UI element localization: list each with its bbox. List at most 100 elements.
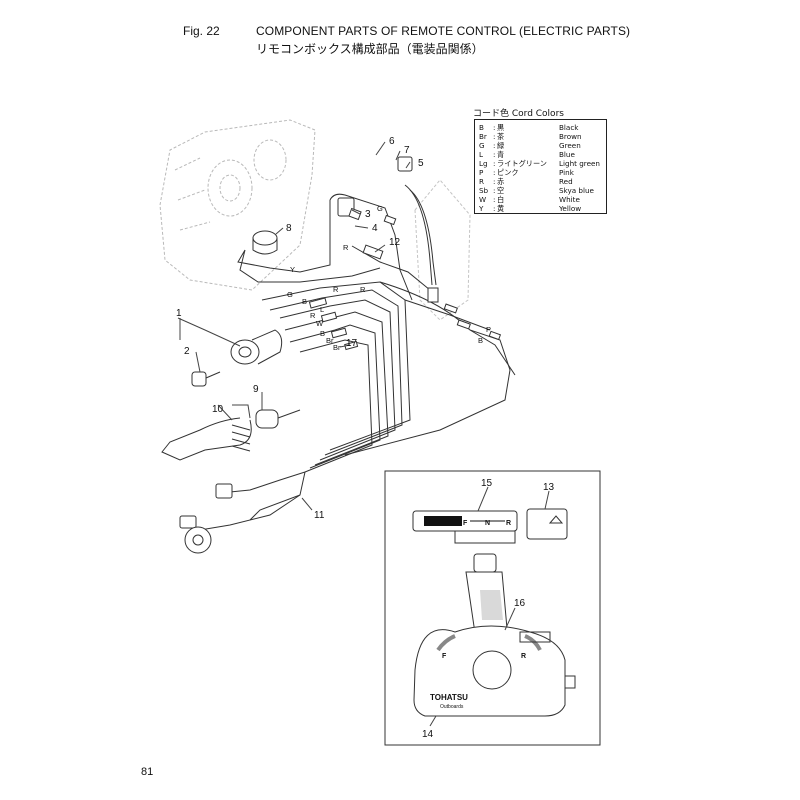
cord-japanese: 赤: [497, 177, 505, 186]
callout-leaders: [177, 141, 411, 511]
cord-english: Pink: [559, 168, 574, 177]
indicator-reverse: R: [506, 520, 511, 527]
wire-label-green: G: [377, 204, 383, 213]
cord-code: Sb: [479, 186, 489, 195]
lever-reverse-mark: R: [521, 653, 526, 660]
tohatsu-logo: TOHATSU Outboards: [430, 693, 468, 710]
cord-code: R: [479, 177, 484, 186]
cord-english: Green: [559, 141, 581, 150]
callout-15: 15: [481, 478, 493, 489]
callout-8: 8: [286, 223, 292, 234]
wire-label-yellow: Y: [290, 265, 295, 274]
cord-japanese: 白: [497, 195, 505, 204]
wire-label-red: R: [310, 311, 316, 320]
indicator-neutral: N: [485, 520, 490, 527]
callout-7: 7: [404, 145, 410, 156]
callout-9: 9: [253, 384, 259, 395]
cord-code: W: [479, 195, 487, 204]
shift-indicator-part-15: [412, 510, 518, 544]
remote-body-part-14: [413, 625, 576, 717]
wire-label-green: G: [287, 290, 293, 299]
wire-label-brown: Br: [326, 336, 334, 345]
figure-title: COMPONENT PARTS OF REMOTE CONTROL (ELECT…: [256, 24, 631, 38]
wire-label-black: B: [302, 297, 307, 306]
cord-code: Lg: [479, 159, 488, 168]
lever-forward-mark: F: [442, 653, 447, 660]
callout-14: 14: [422, 729, 434, 740]
harness-connectors-part-11: [179, 483, 233, 554]
key-part-2: [191, 371, 221, 387]
cord-english: Light green: [559, 159, 600, 168]
callout-3: 3: [365, 209, 371, 220]
cord-english: Skya blue: [559, 186, 594, 195]
figure-number: Fig. 22: [183, 24, 220, 38]
wire-label-red: R: [333, 285, 339, 294]
page-number: 81: [141, 766, 154, 778]
cord-colors-heading: コード色 Cord Colors: [473, 109, 564, 119]
callout-10: 10: [212, 404, 224, 415]
cord-english: Yellow: [559, 204, 582, 213]
cable-5: [404, 184, 433, 286]
cord-code: G: [479, 141, 485, 150]
callout-16: 16: [514, 598, 526, 609]
callout-5: 5: [418, 158, 424, 169]
svg-text:TOHATSU: TOHATSU: [430, 693, 468, 702]
cord-japanese: 茶: [497, 132, 505, 141]
cord-japanese: ライトグリーン: [497, 159, 547, 168]
callout-12: 12: [389, 237, 401, 248]
cord-english: Blue: [559, 150, 575, 159]
cord-english: Red: [559, 177, 573, 186]
cord-japanese: 空: [497, 186, 505, 195]
control-lever-part-16: [465, 553, 509, 641]
label-part-13: [526, 508, 568, 540]
wire-label-pink: P: [486, 325, 491, 334]
lever-inset-box: [384, 470, 601, 746]
stop-switch-part-9: [255, 409, 301, 429]
cord-code: Y: [479, 204, 484, 213]
cord-code: P: [479, 168, 484, 177]
cord-japanese: 黒: [497, 123, 505, 132]
housing-outline: [159, 119, 316, 291]
cord-japanese: ピンク: [497, 168, 519, 177]
wire-label-red: R: [360, 285, 366, 294]
cord-english: Brown: [559, 132, 582, 141]
callout-2: 2: [184, 346, 190, 357]
callout-6: 6: [389, 136, 395, 147]
indicator-forward: F: [463, 520, 468, 527]
lanyard-cord-part-10: [161, 417, 252, 461]
cord-japanese: 黄: [497, 204, 505, 213]
cord-english: White: [559, 195, 580, 204]
figure-subtitle-japanese: リモコンボックス構成部品（電装品関係）: [256, 42, 484, 56]
wire-label-white: W: [316, 319, 324, 328]
cord-code: B: [479, 123, 484, 132]
buzzer-part-8: [252, 230, 278, 255]
wire-label-black: B: [320, 329, 325, 338]
callout-4: 4: [372, 223, 378, 234]
connectors: [308, 156, 502, 351]
lever-housing-outline: [414, 179, 471, 321]
callout-13: 13: [543, 482, 555, 493]
cord-japanese: 緑: [497, 141, 505, 150]
wire-label-brown: Br: [333, 343, 341, 352]
cord-code: Br: [479, 132, 487, 141]
svg-text:Outboards: Outboards: [440, 704, 464, 710]
cord-english: Black: [559, 123, 579, 132]
callout-17: 17: [346, 338, 358, 349]
wire-label-black: B: [478, 336, 483, 345]
main-switch-part-1: [230, 329, 283, 365]
callout-11: 11: [314, 510, 325, 521]
wire-label-red: R: [343, 243, 349, 252]
callout-1: 1: [176, 308, 182, 319]
wiring-harness: [199, 193, 516, 531]
